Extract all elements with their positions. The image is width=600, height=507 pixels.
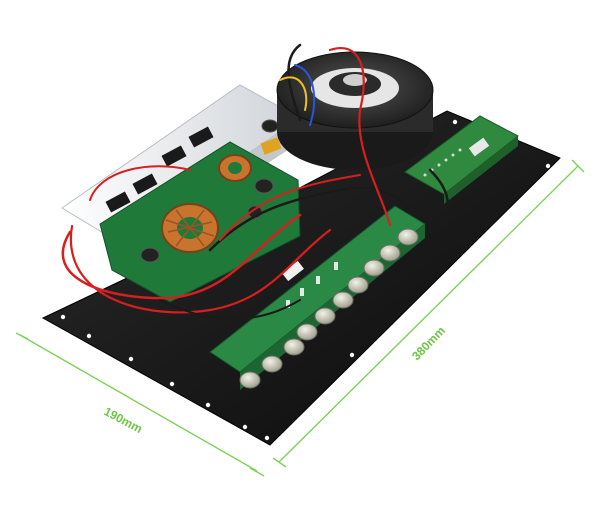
toroidal-transformer [276,51,434,170]
small-inductor [218,154,252,182]
power-supply-board [99,119,301,303]
power-transistors [105,126,214,213]
mounting-plate [41,110,561,446]
mounting-holes [60,119,551,441]
amplifier-board [209,205,426,390]
dimension-lines [15,159,585,477]
potentiometer-knobs [239,228,419,389]
width-dimension-label: 190mm [102,404,145,436]
length-dimension-label: 380mm [409,324,448,363]
wiring-harness [61,43,449,320]
toroid-inductor [161,203,219,253]
